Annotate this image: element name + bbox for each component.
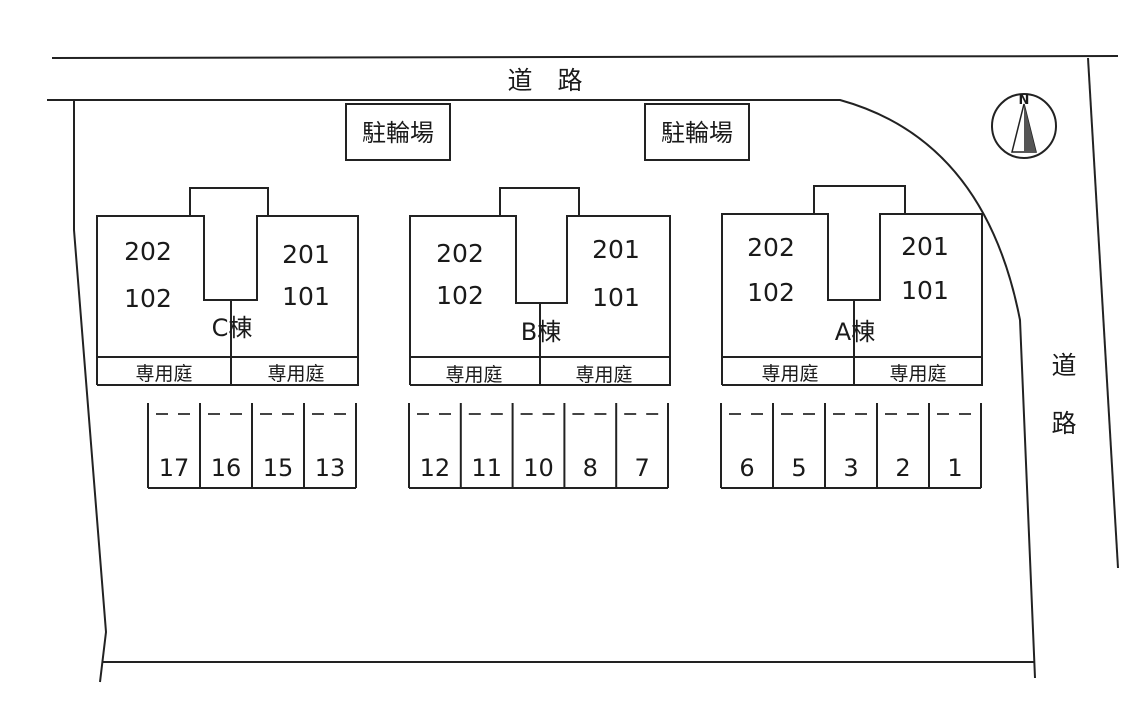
road-label-right-2: 路: [1051, 409, 1076, 438]
bike-parking-label: 駐輪場: [362, 119, 434, 147]
building-name: B棟: [521, 318, 561, 346]
parking-slot-11: 11: [471, 454, 502, 482]
road-label-top: 道 路: [507, 66, 582, 95]
private-garden-label: 専用庭: [761, 363, 818, 385]
private-garden-label: 専用庭: [445, 364, 502, 386]
bike-parking-2: 駐輪場: [644, 103, 750, 161]
road-label-right-1: 道: [1051, 351, 1076, 380]
parking-slot-5: 5: [791, 454, 806, 482]
unit-201: 201: [592, 235, 640, 264]
north-arrow-icon: N: [991, 93, 1057, 159]
parking-slot-17: 17: [159, 454, 190, 482]
unit-101: 101: [592, 283, 640, 312]
unit-102: 102: [436, 281, 484, 310]
parking-slot-6: 6: [739, 454, 754, 482]
building-a: [721, 185, 983, 386]
parking-group: 12 11 10 8 7: [408, 403, 669, 489]
unit-201: 201: [901, 232, 949, 261]
unit-202: 202: [436, 239, 484, 268]
building-c: [96, 187, 359, 386]
parking-slot-7: 7: [634, 454, 649, 482]
parking-area: 17 16 15 13 12 11 10 8 7 6 5 3 2 1: [147, 403, 982, 489]
unit-201: 201: [282, 240, 330, 269]
unit-101: 101: [282, 282, 330, 311]
parking-slot-3: 3: [843, 454, 858, 482]
parking-slot-15: 15: [263, 454, 294, 482]
road-edge-top-inner: [47, 99, 1036, 679]
building-name: A棟: [835, 318, 875, 346]
parking-group: 6 5 3 2 1: [720, 403, 982, 489]
parking-slot-1: 1: [947, 454, 962, 482]
private-garden-label: 専用庭: [135, 363, 192, 385]
parking-slot-8: 8: [583, 454, 598, 482]
parking-group: 17 16 15 13: [147, 403, 357, 489]
parking-slot-10: 10: [523, 454, 554, 482]
road-edge-right-outer: [1087, 57, 1119, 569]
parking-slot-13: 13: [315, 454, 346, 482]
unit-101: 101: [901, 276, 949, 305]
unit-202: 202: [124, 237, 172, 266]
unit-102: 102: [124, 284, 172, 313]
parking-slot-2: 2: [895, 454, 910, 482]
bike-parking-label: 駐輪場: [661, 119, 733, 147]
unit-102: 102: [747, 278, 795, 307]
parking-slot-16: 16: [211, 454, 242, 482]
building-b: [409, 187, 671, 386]
bike-parking-1: 駐輪場: [345, 103, 451, 161]
private-garden-label: 専用庭: [575, 364, 632, 386]
unit-202: 202: [747, 233, 795, 262]
road-edge-top-outer: [51, 55, 1119, 59]
private-garden-label: 専用庭: [889, 363, 946, 385]
building-name: C棟: [212, 314, 253, 342]
compass-north-letter: N: [1019, 93, 1030, 108]
private-garden-label: 専用庭: [267, 363, 324, 385]
site-boundary-left: [73, 100, 108, 683]
parking-slot-12: 12: [420, 454, 451, 482]
